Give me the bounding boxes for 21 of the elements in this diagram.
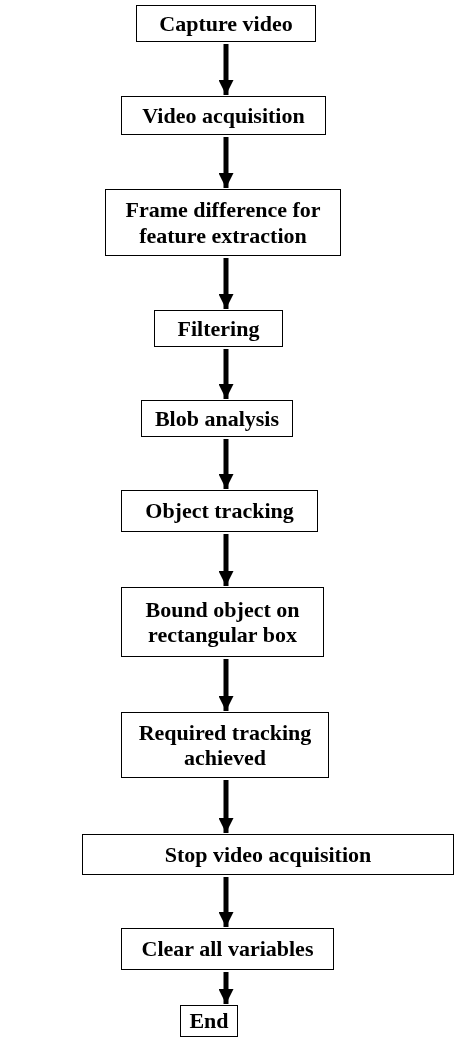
process-box: End [180,1005,238,1037]
arrow [218,258,234,309]
arrow [218,44,234,95]
arrow [218,877,234,927]
process-box: Object tracking [121,490,318,532]
arrow [218,439,234,489]
arrow [218,780,234,833]
arrow [218,972,234,1004]
process-box: Capture video [136,5,316,42]
process-box: Video acquisition [121,96,326,135]
arrow [218,349,234,399]
process-box: Filtering [154,310,283,347]
process-box: Clear all variables [121,928,334,970]
process-box: Required tracking achieved [121,712,329,778]
arrow [218,659,234,711]
process-box: Stop video acquisition [82,834,454,875]
process-box: Frame difference for feature extraction [105,189,341,256]
arrow [218,137,234,188]
process-box: Bound object on rectangular box [121,587,324,657]
arrow [218,534,234,586]
process-box: Blob analysis [141,400,293,437]
